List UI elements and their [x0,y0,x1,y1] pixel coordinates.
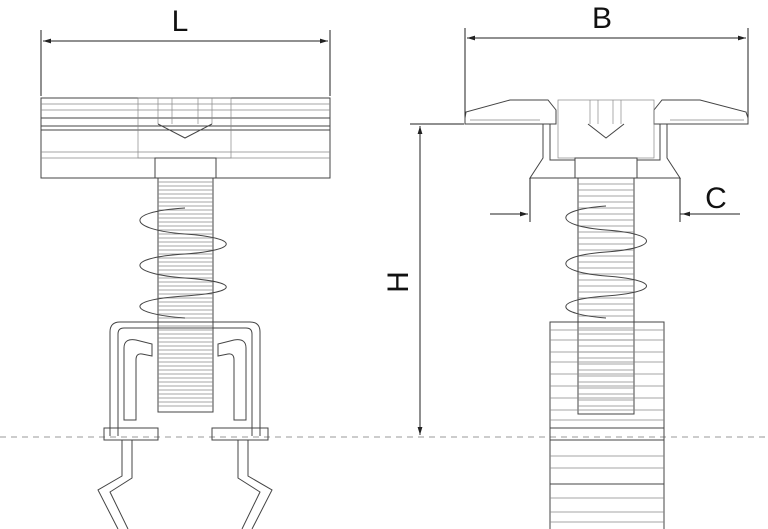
spring-right [565,205,647,319]
spring [139,207,227,319]
left-side-view: L [40,5,331,529]
dimension-b: B [464,2,749,118]
mounting-rail [97,321,273,529]
dimension-b-label: B [592,2,612,35]
t-clamp [464,99,749,179]
rail-end-view [549,321,665,529]
dimension-l-label: L [172,5,189,38]
bolt-collar [154,157,217,179]
bolt-shaft [157,177,214,413]
dimension-h-label: H [382,271,415,293]
dimension-l: L [40,5,331,96]
dimension-c-label: C [705,182,727,215]
dimension-c: C [490,178,740,222]
dimension-h: H [382,123,464,435]
right-side-view: B [382,2,749,529]
